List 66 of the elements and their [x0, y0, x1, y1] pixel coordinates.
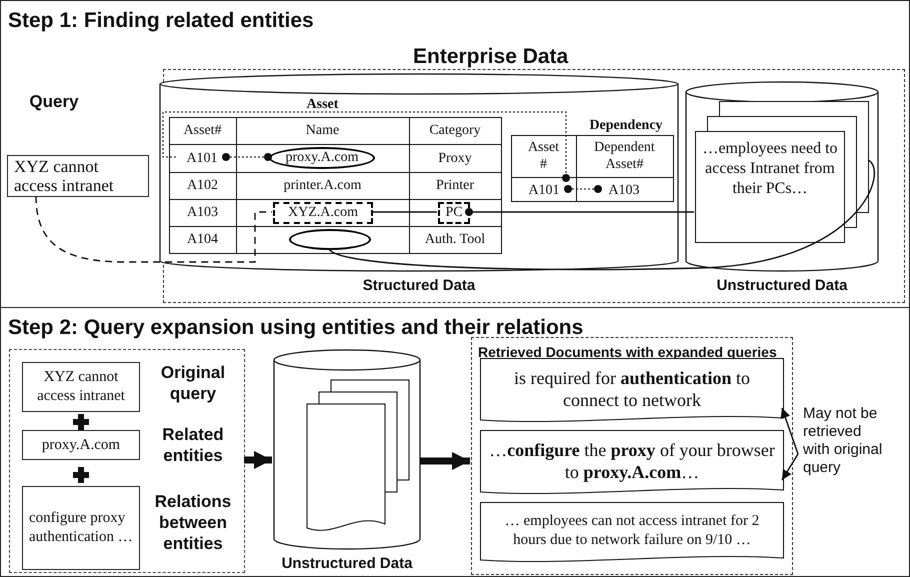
step-title: Step 2: Query expansion using entities and their relations: [8, 315, 584, 341]
category-value: Printer: [434, 177, 476, 195]
query-text: XYZ cannot access intranet: [36, 368, 126, 406]
entity-box: [22, 430, 140, 460]
connector: [162, 112, 570, 182]
highlight-box: [273, 202, 373, 224]
document-text: … employees can not access intranet for 2 hours due to network failure on 9/10 …: [504, 512, 760, 550]
document-text: …configure the proxy of your browser to proxy.A.com…: [488, 439, 776, 483]
step-panel: [0, 307, 910, 577]
asset-name: printer.A.com: [282, 177, 362, 195]
asset-id: A101: [519, 179, 569, 201]
query-text: XYZ cannot access intranet: [14, 157, 115, 195]
table-title: Dependency: [588, 116, 664, 134]
step-panel: [0, 0, 910, 308]
entity-name: XYZ.A.com: [288, 205, 358, 221]
asset-id: A101: [177, 146, 227, 170]
connector: [564, 185, 602, 193]
relations-box: [22, 486, 140, 570]
database-caption: Structured Data: [362, 276, 476, 296]
step-title: Step 1: Finding related entities: [8, 8, 314, 34]
database-caption: Unstructured Data: [280, 554, 414, 574]
results-frame: [471, 337, 793, 575]
connector: [372, 211, 437, 213]
box-caption: Query: [28, 90, 80, 112]
box-caption: Original query: [160, 362, 226, 405]
document-card: [480, 502, 784, 564]
query-box: [7, 155, 149, 197]
column-header: Name: [304, 122, 340, 140]
query-box: [22, 362, 140, 412]
category-value: Auth. Tool: [424, 231, 486, 249]
entity-name: proxy.A.com: [286, 150, 358, 166]
box-caption: Relations between entities: [154, 490, 232, 554]
box-caption: Related entities: [161, 424, 225, 467]
column-header: Asset#: [182, 122, 223, 140]
document-card: [480, 358, 784, 424]
entity-ellipse: [269, 147, 375, 169]
connector: [35, 196, 272, 263]
connector: [465, 208, 694, 216]
column-header: Dependent Asset#: [593, 139, 656, 174]
asset-id: A103: [599, 179, 649, 201]
document-text: is required for authentication to connect to network: [513, 367, 751, 411]
entity-name: proxy.A.com: [40, 436, 122, 455]
highlight-box: [438, 202, 470, 224]
connector: [222, 153, 272, 161]
query-group-frame: [9, 349, 245, 573]
column-header: Category: [428, 122, 482, 140]
asset-id: A104: [186, 231, 220, 249]
relations-text: configure proxy authentication …: [29, 509, 133, 547]
results-heading: Retrieved Documents with expanded queries: [478, 343, 777, 362]
thick-arrow: [420, 452, 470, 470]
thick-arrow: [244, 451, 272, 469]
entity-category: PC: [445, 205, 463, 221]
asset-id: A102: [186, 177, 220, 195]
table-title: Asset: [306, 96, 340, 113]
arrow: [781, 454, 799, 480]
side-note: May not be retrieved with original query: [799, 405, 883, 521]
document-text: …employees need to access Intranet from their PCs…: [701, 139, 839, 199]
category-value: Proxy: [437, 150, 473, 168]
entity-ellipse: [289, 229, 371, 250]
document-card: [480, 430, 784, 496]
asset-id: A103: [186, 204, 220, 222]
connector: [328, 160, 875, 270]
area-heading: Enterprise Data: [413, 44, 568, 70]
arrow: [780, 408, 799, 454]
column-header: Asset #: [526, 139, 560, 174]
database-caption: Unstructured Data: [716, 276, 848, 296]
